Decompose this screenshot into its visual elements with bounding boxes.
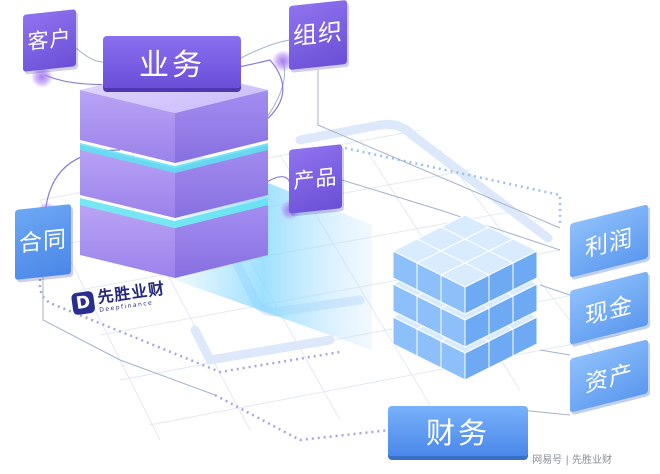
assets-tag-text: 资产	[585, 360, 633, 398]
customer-flag: 客户	[23, 9, 76, 72]
logo-mark-icon: D	[70, 290, 96, 316]
finance-label: 财务	[388, 406, 528, 456]
profit-tag-text: 利润	[585, 225, 633, 263]
server-stack	[80, 67, 268, 278]
cash-tag-text: 现金	[585, 292, 633, 330]
dotted-rails-blue	[344, 146, 562, 225]
cube-face	[464, 340, 490, 381]
customer-flag-text: 客户	[27, 26, 72, 55]
business-label: 业务	[103, 36, 241, 88]
organization-flag: 组织	[289, 0, 347, 71]
cube-face	[464, 307, 490, 348]
cube-cluster	[391, 214, 539, 381]
node-dot	[272, 50, 294, 72]
cube-face	[464, 274, 490, 315]
business-label-text: 业务	[139, 48, 205, 83]
finance-label-text: 财务	[425, 416, 490, 450]
product-flag: 产品	[289, 144, 342, 214]
product-flag-text: 产品	[293, 164, 338, 194]
dotted-rails	[38, 255, 391, 442]
organization-flag-text: 组织	[293, 17, 343, 52]
watermark: 网易号 | 先胜业财	[532, 455, 612, 466]
contract-flag: 合同	[15, 204, 71, 280]
node-dot	[31, 66, 53, 88]
contract-flag-text: 合同	[19, 226, 67, 258]
